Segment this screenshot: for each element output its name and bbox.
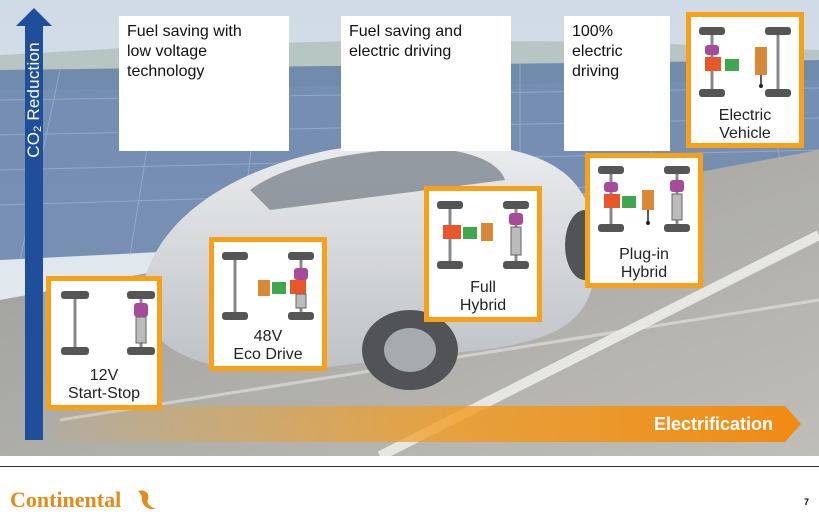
tile-12v-caption: 12V Start-Stop: [67, 367, 141, 402]
tile-full-hybrid-caption: Full Hybrid: [459, 279, 507, 314]
drivetrain-full-hybrid-icon: [437, 201, 529, 269]
svg-text:Continental: Continental: [10, 487, 121, 512]
tile-plug-in-hybrid-caption: Plug-in Hybrid: [619, 246, 669, 281]
tile-electric-vehicle-caption: Electric Vehicle: [718, 107, 772, 142]
drivetrain-12v-icon: [61, 291, 155, 355]
continental-logo: Continental: [10, 487, 156, 512]
electrification-label: Electrification: [653, 414, 773, 434]
tile-plug-in-hybrid: Plug-in Hybrid: [585, 153, 703, 288]
co2-reduction-arrow: [16, 8, 52, 440]
tile-12v-start-stop: 12V Start-Stop: [46, 276, 162, 410]
tile-electric-vehicle: Electric Vehicle: [686, 12, 804, 148]
drivetrain-electric-vehicle-icon: [699, 27, 791, 97]
footer-divider: [0, 466, 819, 467]
textbox-full-electric: 100% electric driving: [564, 16, 670, 151]
tile-48v-eco-drive: 48V Eco Drive: [209, 237, 327, 371]
page-number: 7: [803, 497, 809, 507]
drivetrain-plug-in-hybrid-icon: [598, 166, 690, 232]
textbox-low-voltage: Fuel saving with low voltage technology: [119, 16, 289, 151]
tile-full-hybrid: Full Hybrid: [424, 186, 542, 322]
textbox-electric-driving: Fuel saving and electric driving: [341, 16, 511, 151]
electrification-arrow: [55, 406, 801, 442]
co2-reduction-label: CO2 Reduction: [24, 42, 44, 158]
drivetrain-48v-icon: [222, 252, 314, 320]
tile-48v-caption: 48V Eco Drive: [233, 328, 303, 363]
slide-stage: CO2 Reduction Electrification Fuel savin…: [0, 0, 819, 456]
